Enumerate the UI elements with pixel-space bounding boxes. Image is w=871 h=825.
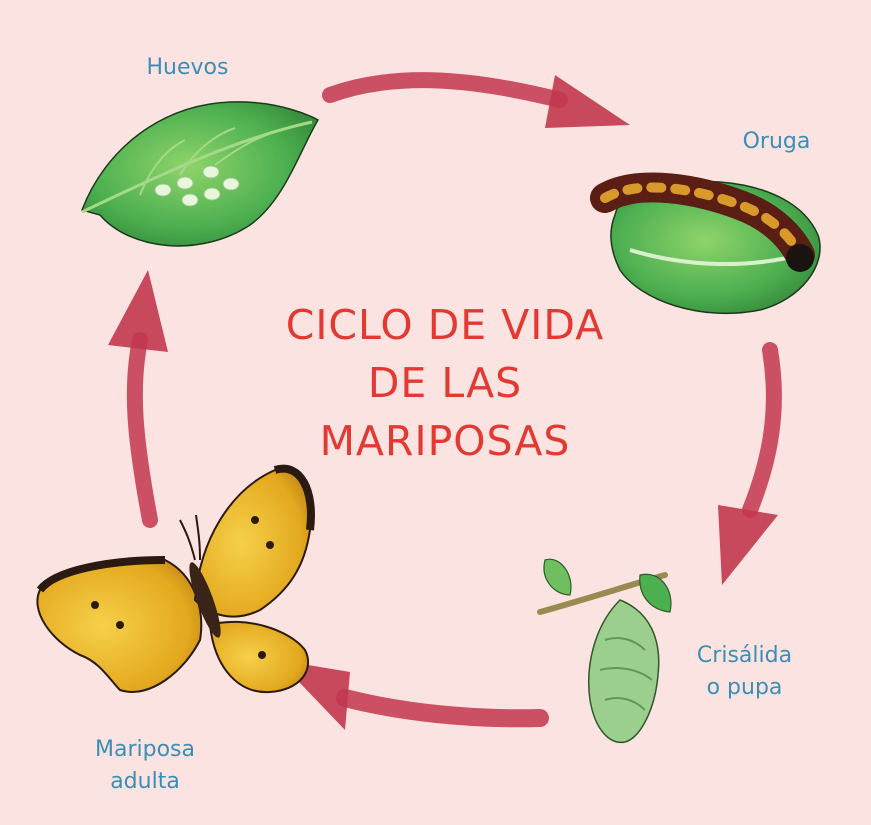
label-eggs: Huevos: [130, 52, 245, 84]
arrow-chrysalis-to-butterfly: [278, 660, 549, 730]
diagram-title: CICLO DE VIDA DE LAS MARIPOSAS: [235, 296, 655, 470]
label-butterfly: Mariposa adulta: [70, 734, 220, 798]
caterpillar-illustration: [590, 172, 821, 314]
egg-cluster: [154, 165, 240, 207]
label-butterfly-line1: Mariposa: [95, 737, 195, 762]
label-chrysalis-line2: o pupa: [706, 675, 783, 700]
title-line-3: MARIPOSAS: [319, 417, 571, 465]
caterpillar-body: [590, 172, 815, 272]
title-line-1: CICLO DE VIDA: [285, 301, 605, 349]
chrysalis-illustration: [537, 558, 672, 744]
arrow-eggs-to-caterpillar: [322, 72, 630, 128]
eggs-leaf-illustration: [81, 101, 320, 247]
label-chrysalis-line1: Crisálida: [696, 643, 793, 668]
butterfly-illustration: [36, 464, 315, 694]
label-eggs-text: Huevos: [146, 55, 229, 80]
label-butterfly-line2: adulta: [110, 769, 180, 794]
label-chrysalis: Crisálida o pupa: [682, 640, 807, 704]
label-caterpillar-text: Oruga: [742, 129, 811, 154]
arrow-butterfly-to-eggs: [108, 270, 168, 528]
label-caterpillar: Oruga: [724, 126, 829, 158]
arrow-caterpillar-to-chrysalis: [718, 342, 782, 585]
title-line-2: DE LAS: [367, 359, 523, 407]
